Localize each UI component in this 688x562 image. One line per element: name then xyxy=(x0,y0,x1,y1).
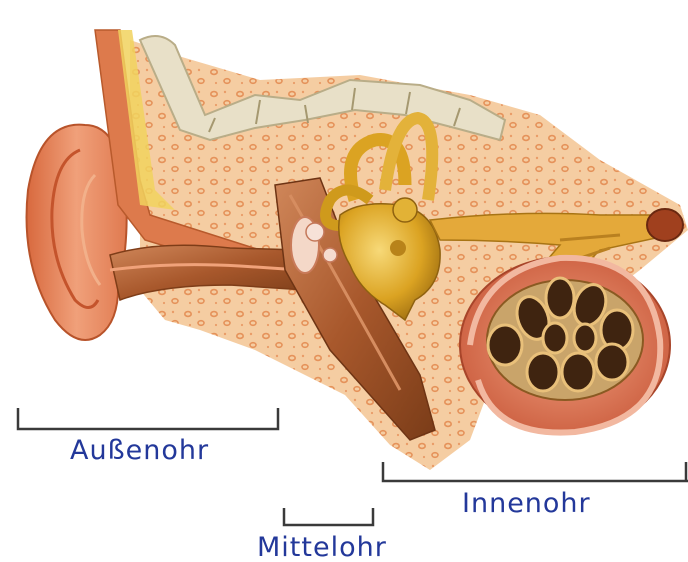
outer-ear-label: Außenohr xyxy=(70,435,209,466)
middle-ear-label: Mittelohr xyxy=(257,532,387,562)
inner-ear-label: Innenohr xyxy=(462,488,591,519)
